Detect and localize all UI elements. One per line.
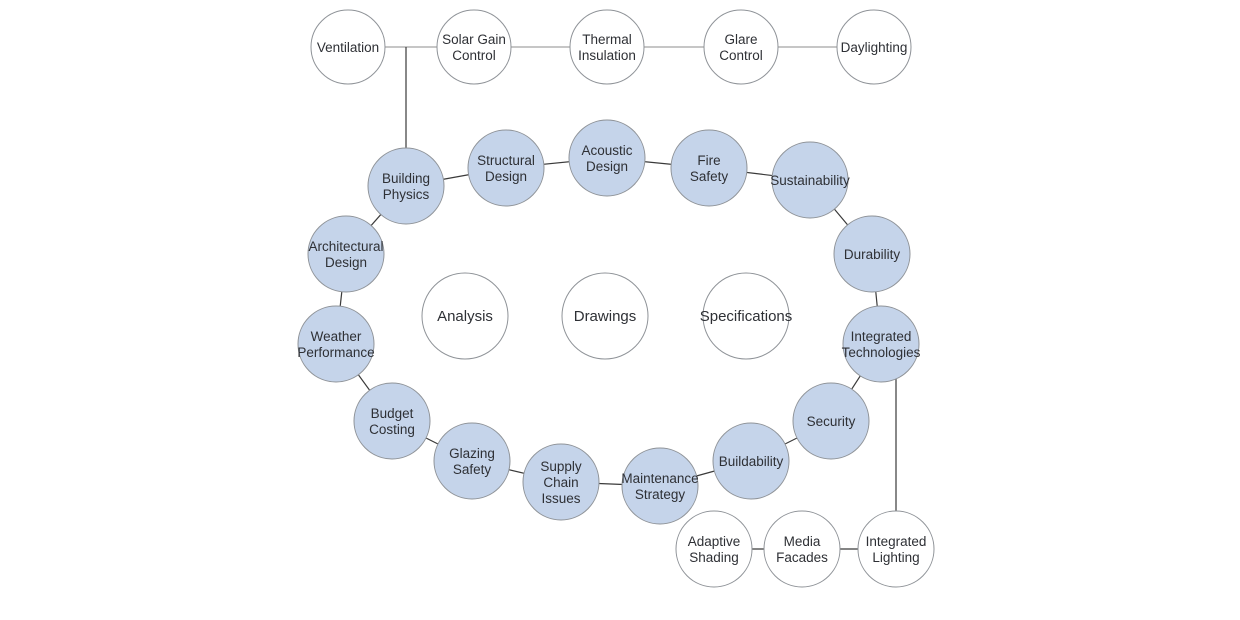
media-facades-label: Facades <box>776 550 828 565</box>
center-node-specifications: Specifications <box>700 272 793 360</box>
building-physics-label: Physics <box>383 187 430 202</box>
glare-control-label: Glare <box>724 32 757 47</box>
weather-performance-label: Performance <box>297 345 374 360</box>
specifications-circle <box>702 272 790 360</box>
analysis-circle <box>421 272 509 360</box>
acoustic-design-label: Design <box>586 159 628 174</box>
solar-gain-control-circle <box>436 9 512 85</box>
architectural-design-circle <box>307 215 385 293</box>
durability-label: Durability <box>844 247 901 262</box>
ring-node-buildability: Buildability <box>712 422 790 500</box>
buildability-circle <box>712 422 790 500</box>
sustainability-label: Sustainability <box>770 173 850 188</box>
budget-costing-circle <box>353 382 431 460</box>
thermal-insulation-label: Insulation <box>578 48 636 63</box>
durability-circle <box>833 215 911 293</box>
daylighting-circle <box>836 9 912 85</box>
top-row-node-daylighting: Daylighting <box>836 9 912 85</box>
glare-control-label: Control <box>719 48 763 63</box>
supply-chain-issues-circle <box>522 443 600 521</box>
ring-node-sustainability: Sustainability <box>770 141 850 219</box>
solar-gain-control-label: Control <box>452 48 496 63</box>
adaptive-shading-circle <box>675 510 753 588</box>
ventilation-circle <box>310 9 386 85</box>
integrated-lighting-label: Integrated <box>866 534 927 549</box>
specifications-label: Specifications <box>700 308 793 325</box>
drawings-label: Drawings <box>574 308 637 325</box>
ventilation-label: Ventilation <box>317 40 379 55</box>
budget-costing-label: Costing <box>369 422 415 437</box>
fire-safety-label: Safety <box>690 169 729 184</box>
acoustic-design-label: Acoustic <box>581 143 632 158</box>
acoustic-design-circle <box>568 119 646 197</box>
fire-safety-circle <box>670 129 748 207</box>
building-physics-circle <box>367 147 445 225</box>
adaptive-shading-label: Adaptive <box>688 534 741 549</box>
structural-design-label: Design <box>485 169 527 184</box>
drawings-circle <box>561 272 649 360</box>
building-physics-label: Building <box>382 171 430 186</box>
security-circle <box>792 382 870 460</box>
glazing-safety-label: Safety <box>453 462 492 477</box>
solar-gain-control-label: Solar Gain <box>442 32 506 47</box>
weather-performance-circle <box>297 305 375 383</box>
maintenance-strategy-label: Maintenance <box>621 471 698 486</box>
architectural-design-label: Design <box>325 255 367 270</box>
structural-design-circle <box>467 129 545 207</box>
glazing-safety-label: Glazing <box>449 446 495 461</box>
thermal-insulation-circle <box>569 9 645 85</box>
supply-chain-issues-label: Chain <box>543 475 578 490</box>
maintenance-strategy-circle <box>621 447 699 525</box>
integrated-technologies-circle <box>842 305 920 383</box>
supply-chain-issues-label: Issues <box>541 491 580 506</box>
integrated-technologies-label: Technologies <box>842 345 921 360</box>
weather-performance-label: Weather <box>311 329 362 344</box>
security-label: Security <box>807 414 856 429</box>
adaptive-shading-label: Shading <box>689 550 739 565</box>
structural-design-label: Structural <box>477 153 535 168</box>
integrated-technologies-label: Integrated <box>851 329 912 344</box>
architectural-design-label: Architectural <box>308 239 383 254</box>
integrated-lighting-circle <box>857 510 935 588</box>
supply-chain-issues-label: Supply <box>540 459 582 474</box>
daylighting-label: Daylighting <box>841 40 908 55</box>
integrated-lighting-label: Lighting <box>872 550 919 565</box>
center-node-drawings: Drawings <box>561 272 649 360</box>
thermal-insulation-label: Thermal <box>582 32 632 47</box>
top-row-node-ventilation: Ventilation <box>310 9 386 85</box>
fire-safety-label: Fire <box>697 153 720 168</box>
ring-node-security: Security <box>792 382 870 460</box>
media-facades-label: Media <box>784 534 821 549</box>
center-node-analysis: Analysis <box>421 272 509 360</box>
glazing-safety-circle <box>433 422 511 500</box>
maintenance-strategy-label: Strategy <box>635 487 686 502</box>
budget-costing-label: Budget <box>371 406 414 421</box>
glare-control-circle <box>703 9 779 85</box>
media-facades-circle <box>763 510 841 588</box>
ring-node-durability: Durability <box>833 215 911 293</box>
buildability-label: Buildability <box>719 454 784 469</box>
sustainability-circle <box>771 141 849 219</box>
analysis-label: Analysis <box>437 308 493 325</box>
